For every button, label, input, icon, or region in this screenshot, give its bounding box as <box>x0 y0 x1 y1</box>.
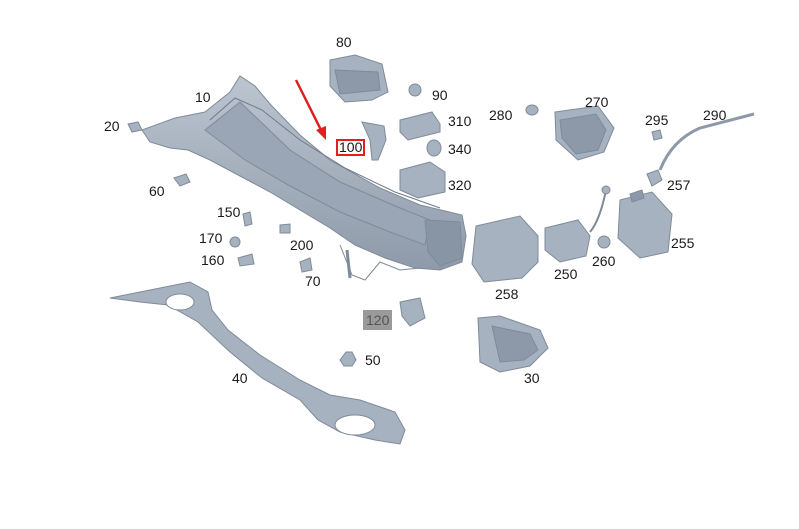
part-310-sensor[interactable] <box>399 111 441 141</box>
part-340-grommet[interactable] <box>426 139 442 157</box>
part-120-bracket[interactable] <box>399 297 426 327</box>
label-part-320[interactable]: 320 <box>448 177 472 193</box>
part-90-plug[interactable] <box>408 83 422 97</box>
part-60-clip[interactable] <box>173 173 191 187</box>
label-part-150[interactable]: 150 <box>217 204 241 220</box>
red-arrow-icon <box>294 79 326 140</box>
label-part-90[interactable]: 90 <box>432 87 448 103</box>
part-10-cowl-panel[interactable] <box>141 75 467 281</box>
label-part-30[interactable]: 30 <box>524 370 540 386</box>
part-295-clip[interactable] <box>651 129 663 141</box>
label-part-40[interactable]: 40 <box>232 370 248 386</box>
part-290-hose[interactable] <box>658 112 755 171</box>
label-part-290[interactable]: 290 <box>703 107 727 123</box>
label-part-255[interactable]: 255 <box>671 235 695 251</box>
part-260-connector[interactable] <box>589 185 611 249</box>
label-part-295[interactable]: 295 <box>645 112 669 128</box>
label-part-170[interactable]: 170 <box>199 230 223 246</box>
part-255-reservoir[interactable] <box>617 189 673 259</box>
part-150-clip[interactable] <box>242 211 253 227</box>
label-part-340[interactable]: 340 <box>448 141 472 157</box>
part-170-nut[interactable] <box>229 236 241 248</box>
label-part-258[interactable]: 258 <box>495 286 519 302</box>
label-part-310[interactable]: 310 <box>448 113 472 129</box>
label-part-280[interactable]: 280 <box>489 107 513 123</box>
part-320-module[interactable] <box>399 161 446 199</box>
part-50-plug[interactable] <box>339 351 357 367</box>
label-part-257[interactable]: 257 <box>667 177 691 193</box>
part-160-clip[interactable] <box>237 253 255 267</box>
label-part-270[interactable]: 270 <box>585 94 609 110</box>
part-250-pump[interactable] <box>544 219 591 263</box>
part-20-clip[interactable] <box>127 121 143 133</box>
label-part-120-disabled: 120 <box>363 310 393 330</box>
part-200-clip[interactable] <box>279 223 291 234</box>
label-part-80[interactable]: 80 <box>336 34 352 50</box>
part-100-duct[interactable] <box>361 121 387 161</box>
label-part-50[interactable]: 50 <box>365 352 381 368</box>
label-part-250[interactable]: 250 <box>554 266 578 282</box>
part-280-plug[interactable] <box>525 104 539 116</box>
part-258-valve-block[interactable] <box>471 215 539 283</box>
label-part-160[interactable]: 160 <box>201 252 225 268</box>
label-part-70[interactable]: 70 <box>305 273 321 289</box>
part-70-bracket[interactable] <box>299 257 313 273</box>
part-270-cover[interactable] <box>554 105 615 161</box>
part-257-cap[interactable] <box>646 169 663 187</box>
label-part-200[interactable]: 200 <box>290 237 314 253</box>
label-part-20[interactable]: 20 <box>104 118 120 134</box>
part-80-housing[interactable] <box>329 54 389 103</box>
part-30-bracket[interactable] <box>477 315 549 373</box>
label-part-260[interactable]: 260 <box>592 253 616 269</box>
part-40-cross-member[interactable] <box>109 281 406 445</box>
label-part-100-selected[interactable]: 100 <box>336 139 366 156</box>
label-part-60[interactable]: 60 <box>149 183 165 199</box>
label-part-10[interactable]: 10 <box>195 89 211 105</box>
